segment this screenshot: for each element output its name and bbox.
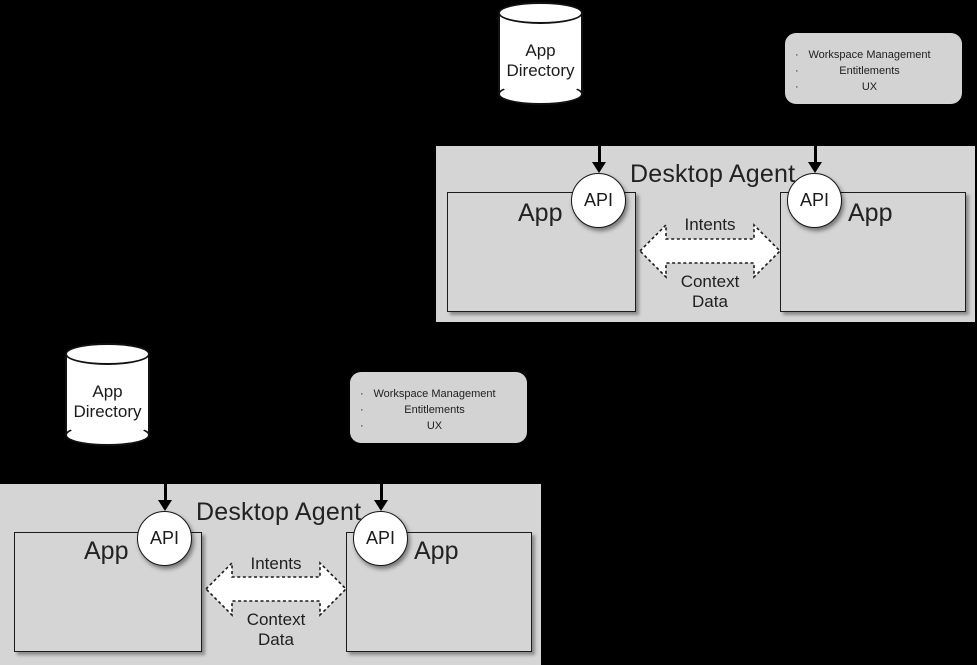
app-label-right: App <box>848 199 893 227</box>
context-line1: Context <box>680 272 740 291</box>
cylinder-body <box>65 353 150 434</box>
context-line2: Data <box>258 630 294 649</box>
note-row: · Workspace Management <box>350 386 519 402</box>
note-text: Entitlements <box>839 65 900 77</box>
app-box-right[interactable] <box>780 192 966 312</box>
api-label-right: API <box>799 190 829 210</box>
context-data-label: Context Data <box>638 272 782 312</box>
note-text: Entitlements <box>404 404 465 416</box>
intents-context-arrow <box>638 218 782 284</box>
diagram-top: App Directory · Workspace Management · E… <box>0 0 977 330</box>
api-label-right: API <box>365 528 395 548</box>
api-label-left: API <box>583 190 613 210</box>
intents-context-arrow <box>204 556 348 622</box>
note-text: Workspace Management <box>808 49 931 61</box>
intents-label: Intents <box>250 554 302 573</box>
api-circle-left[interactable]: API <box>571 173 626 228</box>
note-text: UX <box>861 81 878 93</box>
intents-label: Intents <box>684 215 736 234</box>
cylinder-top-ellipse <box>65 343 150 365</box>
bullet-icon: · <box>360 388 364 400</box>
desktop-agent-title: Desktop Agent <box>196 498 362 526</box>
app-label-left: App <box>518 199 563 227</box>
bullet-icon: · <box>795 65 799 77</box>
bullet-icon: · <box>795 81 799 93</box>
note-row: · Entitlements <box>785 63 954 79</box>
cylinder-body <box>498 12 583 93</box>
app-directory-cylinder: App Directory <box>498 2 583 105</box>
app-directory-label: App Directory <box>65 382 150 422</box>
context-line1: Context <box>246 610 306 629</box>
note-text: UX <box>426 420 443 432</box>
app-label-right: App <box>414 537 459 565</box>
app-directory-line2: Directory <box>73 402 142 422</box>
desktop-agent-title: Desktop Agent <box>630 160 796 188</box>
cylinder-bottom-ellipse <box>498 83 583 105</box>
app-directory-line1: App <box>92 382 123 402</box>
app-directory-line2: Directory <box>506 61 575 81</box>
note-row: · UX <box>350 418 519 434</box>
app-directory-cylinder: App Directory <box>65 343 150 446</box>
bullet-icon: · <box>360 420 364 432</box>
note-text: Workspace Management <box>373 388 496 400</box>
bullet-icon: · <box>360 404 364 416</box>
api-circle-right[interactable]: API <box>787 173 842 228</box>
note-row: · UX <box>785 79 954 95</box>
cylinder-top-ellipse <box>498 2 583 24</box>
api-circle-right[interactable]: API <box>353 511 408 566</box>
note-row: · Workspace Management <box>785 47 954 63</box>
api-circle-left[interactable]: API <box>137 511 192 566</box>
capabilities-note: · Workspace Management · Entitlements · … <box>785 33 962 104</box>
api-label-left: API <box>149 528 179 548</box>
capabilities-note: · Workspace Management · Entitlements · … <box>350 372 527 443</box>
app-label-left: App <box>84 537 129 565</box>
bullet-icon: · <box>795 49 799 61</box>
context-data-label: Context Data <box>204 610 348 650</box>
cylinder-bottom-ellipse <box>65 424 150 446</box>
app-directory-label: App Directory <box>498 41 583 81</box>
app-directory-line1: App <box>525 41 556 61</box>
context-line2: Data <box>692 292 728 311</box>
note-row: · Entitlements <box>350 402 519 418</box>
